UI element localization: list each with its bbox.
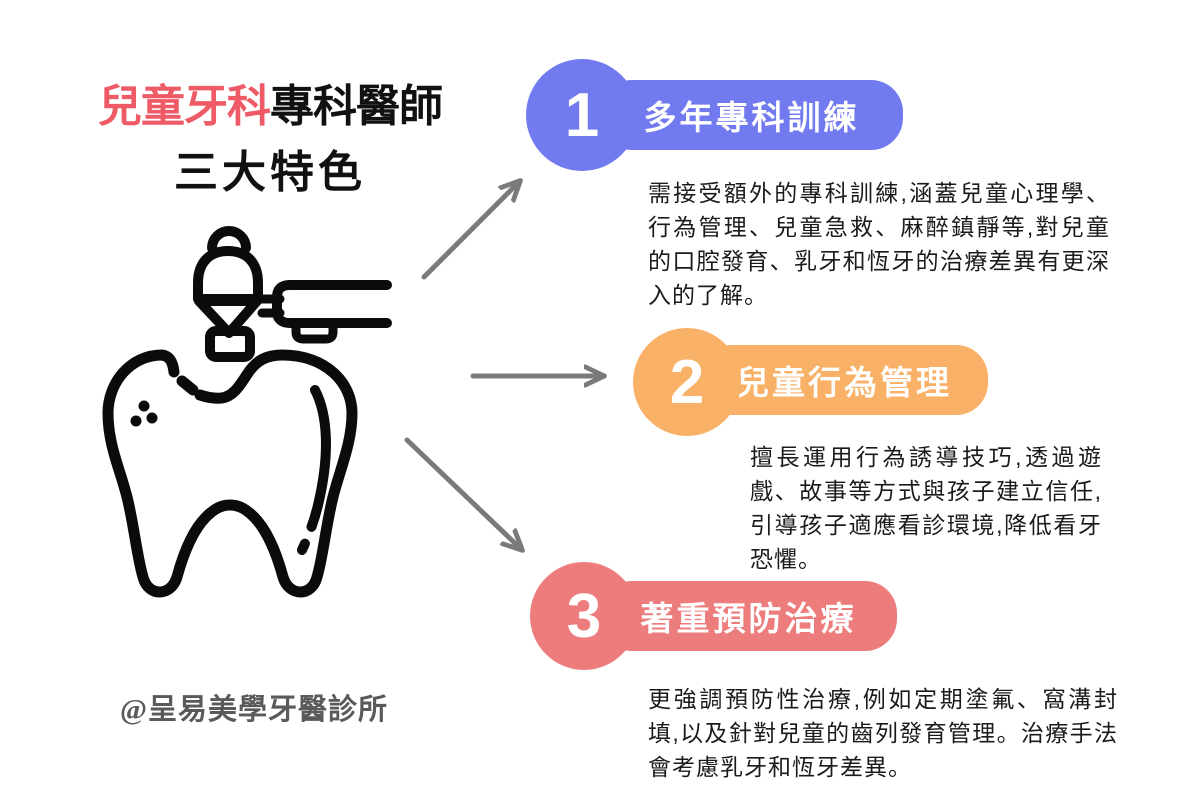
feature-2-description: 擅長運用行為誘導技巧,透過遊戲、故事等方式與孩子建立信任,引導孩子適應看診環境,… — [750, 444, 1102, 572]
tooth-speckle-dots — [130, 400, 158, 427]
feature-3-number-circle: 3 — [530, 562, 638, 670]
title-line1: 兒童牙科專科醫師 — [60, 74, 480, 140]
feature-2-label: 兒童行為管理 — [736, 364, 952, 401]
feature-3-description: 更強調預防性治療,例如定期塗氟、窩溝封填,以及針對兒童的齒列發育管理。治療手法會… — [648, 686, 1118, 780]
title-line2: 三大特色 — [174, 148, 366, 197]
arrow-to-feature-1 — [421, 183, 518, 280]
feature-1-description: 需接受額外的專科訓練,涵蓋兒童心理學、行為管理、兒童急救、麻醉鎮靜等,對兒童的口… — [648, 180, 1110, 308]
feature-3-number: 3 — [566, 581, 602, 651]
feature-1-number-circle: 1 — [526, 59, 638, 171]
feature-2-title-bar: 兒童行為管理 — [700, 345, 988, 415]
feature-1-number: 1 — [564, 80, 600, 150]
page-title: 兒童牙科專科醫師 三大特色 — [60, 74, 480, 206]
feature-2-number: 2 — [669, 347, 705, 417]
feature-1-label: 多年專科訓練 — [643, 99, 860, 136]
title-highlight: 兒童牙科 — [98, 82, 271, 131]
clinic-credit: @呈易美學牙醫診所 — [120, 694, 388, 726]
feature-1-title-bar: 多年專科訓練 — [600, 80, 903, 150]
feature-3-title-bar: 著重預防治療 — [600, 581, 897, 651]
arrow-to-feature-3 — [404, 437, 520, 548]
feature-2-number-circle: 2 — [633, 328, 741, 436]
feature-3-label: 著重預防治療 — [640, 600, 857, 637]
tooth-dental-drill-icon — [100, 215, 420, 635]
title-rest: 專科醫師 — [270, 82, 443, 131]
